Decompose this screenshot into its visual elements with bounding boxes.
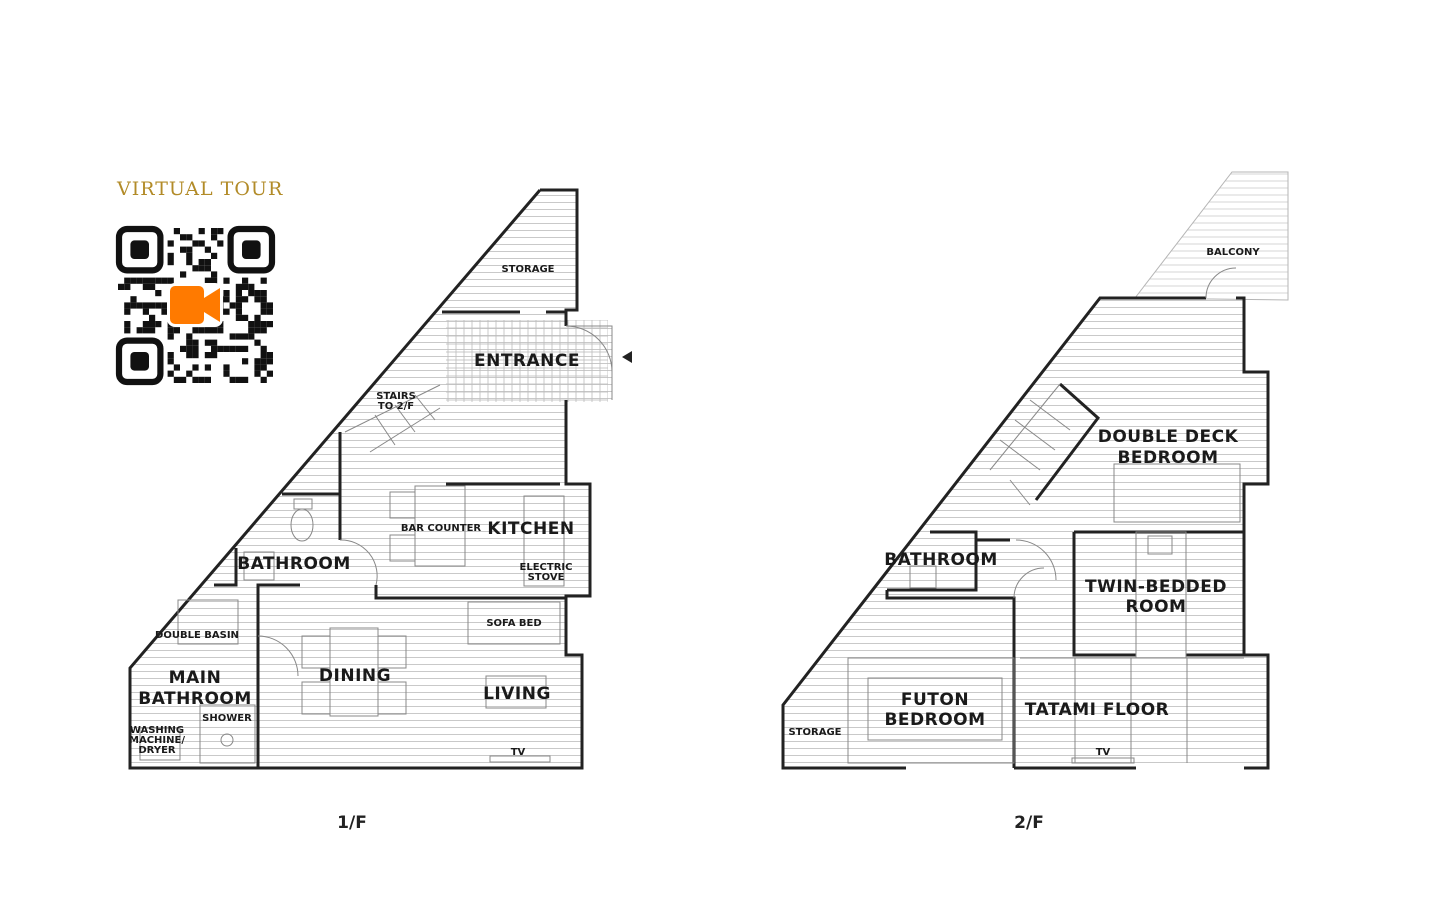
label-storage-2f: STORAGE	[788, 727, 841, 738]
label-electric-1: ELECTRIC	[520, 562, 573, 573]
label-double-deck-2: BEDROOM	[1117, 448, 1218, 468]
label-dining: DINING	[319, 666, 391, 686]
outer-wall-top	[540, 188, 579, 326]
entrance-door[interactable]	[565, 325, 613, 400]
tv-2f-icon	[1071, 757, 1135, 764]
label-double-basin: DOUBLE BASIN	[155, 630, 239, 641]
floor-label-2f: 2/F	[1014, 813, 1044, 833]
label-double-deck-1: DOUBLE DECK	[1098, 427, 1239, 447]
video-camera-icon	[167, 283, 223, 327]
main-bathroom-door[interactable]	[257, 635, 299, 677]
label-tv-1f: TV	[511, 747, 526, 758]
label-stairs-2: TO 2/F	[378, 401, 414, 412]
tv-icon	[489, 755, 551, 763]
dining-table	[329, 627, 379, 717]
label-kitchen: KITCHEN	[487, 519, 574, 539]
label-bathroom-1f: BATHROOM	[237, 554, 351, 574]
entrance-arrow-icon	[622, 351, 632, 363]
label-twin-2: ROOM	[1126, 597, 1187, 617]
bathroom-2f-door[interactable]	[1015, 539, 1057, 581]
label-tatami: TATAMI FLOOR	[1025, 700, 1170, 720]
kitchen-counter	[523, 495, 565, 587]
stairs-2f	[989, 382, 1101, 506]
label-bathroom-2f: BATHROOM	[884, 550, 998, 570]
double-deck-bed	[1113, 463, 1241, 523]
floor-label-1f: 1/F	[337, 813, 367, 833]
label-washing-2: MACHINE/	[129, 735, 185, 746]
futon-bed	[867, 677, 1003, 741]
bar-counter	[414, 485, 466, 567]
label-electric-2: STOVE	[528, 572, 565, 583]
futon-mat-area	[847, 657, 1015, 764]
label-living: LIVING	[483, 684, 551, 704]
outer-wall-main	[128, 189, 592, 770]
label-futon-1: FUTON	[901, 690, 969, 710]
balcony-door[interactable]	[1205, 267, 1237, 299]
label-entrance: ENTRANCE	[474, 351, 580, 371]
label-shower: SHOWER	[202, 713, 252, 724]
label-tv-2f: TV	[1096, 747, 1111, 758]
second-floor-plan: BALCONY DOUBLE DECK BEDROOM BATHROOM TWI…	[781, 171, 1289, 833]
entrance-tiles	[446, 320, 608, 402]
label-futon-2: BEDROOM	[884, 710, 985, 730]
double-basin-icon	[177, 599, 239, 645]
label-sofa-bed: SOFA BED	[486, 618, 541, 629]
label-balcony: BALCONY	[1206, 247, 1260, 258]
label-main-bath-1: MAIN	[169, 668, 222, 688]
stairs-to-2f	[344, 384, 441, 453]
shower-icon	[199, 704, 256, 764]
label-stairs-1: STAIRS	[376, 391, 416, 402]
bathroom-basin-2f-icon	[909, 565, 937, 589]
bathroom-basin-icon	[243, 551, 275, 581]
first-floor-plan: STORAGE ENTRANCE STAIRS TO 2/F BAR COUNT…	[128, 188, 632, 833]
label-storage-1f: STORAGE	[501, 264, 554, 275]
label-washing-1: WASHING	[130, 725, 184, 736]
sofa-bed	[467, 601, 561, 645]
floor-2-floor-area	[783, 298, 1268, 768]
label-twin-1: TWIN-BEDDED	[1085, 577, 1227, 597]
washing-machine-icon	[139, 727, 181, 761]
label-bar-counter: BAR COUNTER	[401, 523, 482, 534]
virtual-tour-heading: VIRTUAL TOUR	[117, 178, 284, 200]
label-main-bath-2: BATHROOM	[138, 689, 252, 709]
bathroom-door[interactable]	[339, 539, 378, 586]
futon-door[interactable]	[1013, 567, 1045, 599]
label-washing-3: DRYER	[138, 745, 176, 756]
